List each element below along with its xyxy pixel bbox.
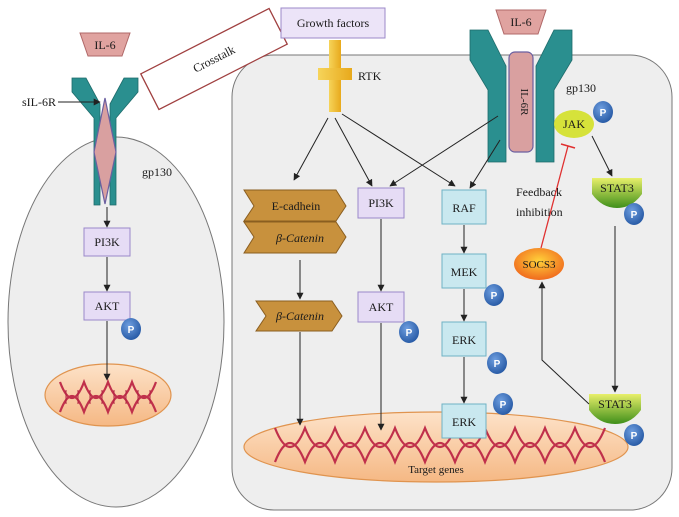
bcatenin-membrane-shape	[243, 221, 347, 254]
stat3-bottom-label: STAT3	[598, 397, 632, 411]
gp130-left-label: gp130	[142, 165, 172, 179]
svg-text:P: P	[631, 431, 638, 442]
il6-left-label: IL-6	[94, 38, 115, 52]
phospho-stat3-top: P	[624, 203, 644, 225]
bcatenin-nuclear-label: β-Catenin	[275, 309, 324, 323]
phospho-stat3-bottom: P	[624, 424, 644, 446]
inhibition-bar	[560, 143, 576, 149]
crosstalk-box: Crosstalk	[139, 7, 289, 111]
erk2-label: ERK	[452, 415, 476, 429]
akt-right-box	[357, 291, 405, 323]
phospho-akt-right: P	[399, 321, 419, 343]
svg-text:P: P	[406, 328, 413, 339]
pi3k-left-box	[83, 227, 131, 257]
sil6r-diamond	[93, 97, 117, 205]
jak-label: JAK	[563, 117, 585, 131]
socs3-label: SOCS3	[522, 259, 556, 271]
left-nucleus	[44, 363, 172, 427]
akt-left-box	[83, 291, 131, 321]
rtk-label: RTK	[358, 69, 382, 83]
il6-right-label: IL-6	[510, 15, 531, 29]
phospho-erk2: P	[493, 393, 513, 415]
growth-factors-label: Growth factors	[297, 16, 370, 30]
dna-left	[58, 378, 158, 416]
sil6r-label: sIL-6R	[22, 95, 56, 109]
svg-text:P: P	[500, 400, 507, 411]
erk1-box	[441, 321, 487, 357]
mek-label: MEK	[451, 265, 478, 279]
phospho-erk1: P	[487, 352, 507, 374]
il6r-receptor	[508, 51, 534, 153]
svg-text:P: P	[600, 108, 607, 119]
pi3k-right-label: PI3K	[368, 196, 394, 210]
erk2-box	[441, 403, 487, 439]
phospho-mek: P	[484, 284, 504, 306]
pi3k-left-label: PI3K	[94, 235, 120, 249]
phospho-akt-left: P	[121, 318, 141, 340]
bcatenin-membrane-label: β-Catenin	[275, 231, 324, 245]
rtk-receptor	[318, 40, 352, 112]
gp130-right-receptor	[469, 29, 573, 163]
erk1-label: ERK	[452, 333, 476, 347]
raf-label: RAF	[452, 201, 476, 215]
svg-text:P: P	[128, 325, 135, 336]
bcatenin-nuclear-shape	[255, 300, 343, 332]
mek-box	[441, 253, 487, 289]
phospho-jak: P	[593, 101, 613, 123]
svg-text:P: P	[491, 291, 498, 302]
stat3-top-shape	[592, 178, 642, 208]
svg-text:P: P	[631, 210, 638, 221]
akt-right-label: AKT	[369, 300, 394, 314]
il6-ligand-left	[79, 32, 131, 57]
pi3k-right-box	[357, 187, 405, 219]
growth-factors-box	[280, 7, 386, 39]
inhibition-line	[540, 145, 569, 249]
stat3-top-label: STAT3	[600, 181, 634, 195]
stat3-bottom-shape	[589, 394, 641, 424]
il6-ligand-right	[495, 9, 547, 35]
gp130-left-receptor	[71, 77, 139, 206]
feedback-label-2: inhibition	[516, 205, 563, 219]
target-genes-label: Target genes	[408, 464, 464, 476]
ecadherin-shape	[243, 189, 347, 222]
right-nucleus	[243, 411, 629, 483]
raf-box	[441, 189, 487, 225]
svg-text:P: P	[494, 359, 501, 370]
dna-right	[273, 425, 607, 465]
feedback-label-1: Feedback	[516, 185, 562, 199]
gp130-right-label: gp130	[566, 81, 596, 95]
jak-oval	[554, 110, 594, 138]
il6r-label: IL-6R	[518, 89, 530, 117]
socs3-oval	[514, 248, 564, 280]
ecadherin-label: E-cadhein	[272, 199, 321, 213]
akt-left-label: AKT	[95, 299, 120, 313]
